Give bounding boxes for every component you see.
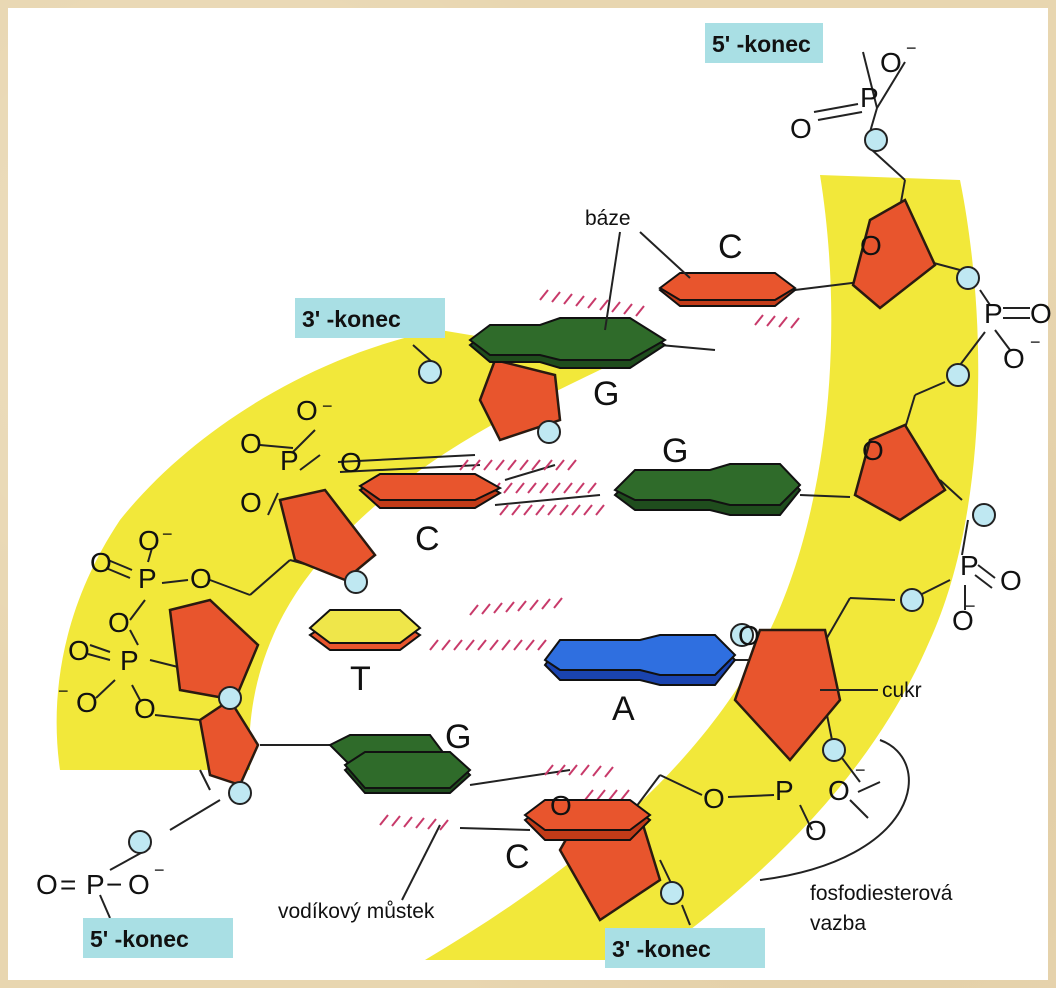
base-letter-c-bottom: C xyxy=(505,838,530,876)
svg-text:O: O xyxy=(1030,298,1052,329)
svg-text:O: O xyxy=(240,428,262,459)
svg-text:O: O xyxy=(828,775,850,806)
svg-text:O: O xyxy=(738,620,760,651)
hbond-g-c-bottom xyxy=(379,764,630,831)
svg-text:O: O xyxy=(550,790,572,821)
svg-text:O: O xyxy=(90,547,112,578)
base-letter-g-right: G xyxy=(662,432,688,470)
bases xyxy=(308,272,802,841)
svg-text:O: O xyxy=(862,435,884,466)
atom-labels: P O − O P O O − P O O − P O − O O O O O … xyxy=(36,38,1052,900)
svg-text:5' -konec: 5' -konec xyxy=(90,926,189,952)
svg-text:O: O xyxy=(68,635,90,666)
svg-text:O: O xyxy=(860,230,882,261)
svg-text:O: O xyxy=(296,395,318,426)
svg-text:P: P xyxy=(860,82,879,113)
end-label-5-top: 5' -konec xyxy=(705,23,823,63)
sugars xyxy=(168,198,947,922)
hbond-c-g-middle xyxy=(459,459,605,516)
svg-text:−: − xyxy=(154,860,165,880)
svg-text:−: − xyxy=(906,38,917,58)
base-cytosine-top xyxy=(658,272,797,307)
base-thymine xyxy=(308,609,422,651)
base-guanine-left-top xyxy=(468,317,667,369)
hydrogen-bonds xyxy=(379,289,800,831)
base-guanine-bottom xyxy=(328,734,472,794)
sugar-left-1 xyxy=(478,358,562,442)
base-cytosine-left-middle xyxy=(358,473,503,509)
svg-text:O: O xyxy=(128,869,150,900)
base-letters: C G G C T A G C xyxy=(350,228,743,876)
sugar-right-3 xyxy=(733,628,842,762)
base-adenine xyxy=(543,634,737,686)
base-letter-c-left: C xyxy=(415,520,440,558)
svg-text:O: O xyxy=(1000,565,1022,596)
svg-text:−: − xyxy=(162,524,173,544)
svg-text:−: − xyxy=(58,681,69,701)
svg-text:O: O xyxy=(1003,343,1025,374)
svg-text:O: O xyxy=(880,47,902,78)
svg-text:P: P xyxy=(86,869,105,900)
base-letter-a: A xyxy=(612,690,635,728)
svg-text:3' -konec: 3' -konec xyxy=(612,936,711,962)
svg-text:−: − xyxy=(322,396,333,416)
sugar-left-3 xyxy=(168,598,260,702)
svg-text:O: O xyxy=(703,783,725,814)
svg-text:O: O xyxy=(790,113,812,144)
svg-text:−: − xyxy=(106,869,122,900)
svg-text:P: P xyxy=(775,775,794,806)
end-label-3-bottom: 3' -konec xyxy=(605,928,765,968)
svg-text:−: − xyxy=(1030,332,1041,352)
svg-text:O: O xyxy=(108,607,130,638)
svg-text:O: O xyxy=(952,605,974,636)
sugar-right-1 xyxy=(851,198,937,310)
svg-text:P: P xyxy=(984,298,1003,329)
base-letter-g-bottom: G xyxy=(445,718,471,756)
svg-text:5' -konec: 5' -konec xyxy=(712,31,811,57)
sugar-left-2 xyxy=(278,488,377,582)
backbone-ribbon-right xyxy=(425,175,979,960)
svg-text:P: P xyxy=(280,445,299,476)
sugar-right-2 xyxy=(853,423,947,522)
oxygen-circles xyxy=(128,128,996,905)
svg-text:−: − xyxy=(965,596,976,616)
label-vazba: vazba xyxy=(810,912,866,935)
svg-text:P: P xyxy=(120,645,139,676)
base-cytosine-bottom xyxy=(523,799,652,841)
end-label-3-left: 3' -konec xyxy=(295,298,445,338)
svg-text:P: P xyxy=(138,563,157,594)
svg-text:=: = xyxy=(60,869,76,900)
svg-text:3' -konec: 3' -konec xyxy=(302,306,401,332)
base-letter-t: T xyxy=(350,660,371,698)
end-label-5-bottom: 5' -konec xyxy=(83,918,233,958)
svg-text:O: O xyxy=(340,447,362,478)
hbond-t-a xyxy=(429,597,563,651)
hbond-c-g-top xyxy=(539,289,800,329)
svg-text:O: O xyxy=(36,869,58,900)
base-letter-c-top: C xyxy=(718,228,743,266)
label-vodikovy-mustek: vodíkový můstek xyxy=(278,900,435,923)
base-guanine-right-middle xyxy=(613,463,802,516)
svg-text:O: O xyxy=(805,815,827,846)
leader-lines xyxy=(401,231,910,901)
svg-text:O: O xyxy=(190,563,212,594)
svg-text:O: O xyxy=(134,693,156,724)
label-baze: báze xyxy=(585,207,631,230)
svg-text:O: O xyxy=(138,525,160,556)
svg-text:P: P xyxy=(960,550,979,581)
svg-text:O: O xyxy=(240,487,262,518)
label-fosfodiesterova: fosfodiesterová xyxy=(810,882,953,905)
svg-text:−: − xyxy=(855,760,866,780)
svg-text:O: O xyxy=(76,687,98,718)
base-letter-g-left: G xyxy=(593,375,619,413)
label-cukr: cukr xyxy=(882,679,922,702)
